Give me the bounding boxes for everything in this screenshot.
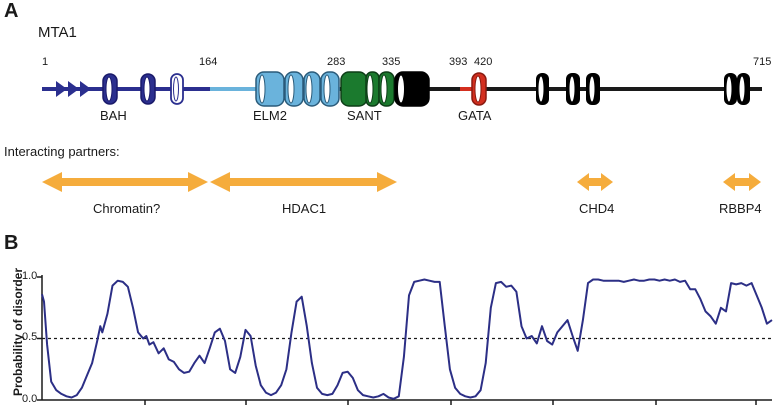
residue-number-715: 715 bbox=[753, 56, 772, 68]
y-tick-1: 1.0 bbox=[22, 270, 38, 282]
partner-arrow-rbbp4 bbox=[723, 173, 761, 191]
sant-helix-3 bbox=[378, 71, 395, 107]
bah-beta-arrow-1 bbox=[56, 81, 67, 97]
black-helix-5 bbox=[724, 73, 737, 105]
disorder-series-line bbox=[41, 278, 773, 400]
sant-helix-2 bbox=[365, 71, 380, 107]
black-helix-2 bbox=[536, 73, 549, 105]
residue-number-164: 164 bbox=[199, 56, 218, 68]
elm2-helix-3 bbox=[303, 71, 321, 107]
domain-label-elm2: ELM2 bbox=[253, 108, 287, 123]
protein-name: MTA1 bbox=[38, 24, 77, 41]
elm2-helix-2 bbox=[284, 71, 304, 107]
residue-number-393: 393 bbox=[449, 56, 468, 68]
bah-helix-3 bbox=[170, 73, 184, 105]
domain-label-sant: SANT bbox=[347, 108, 382, 123]
bah-beta-arrow-2 bbox=[68, 81, 79, 97]
black-helix-4 bbox=[586, 73, 600, 105]
partners-title: Interacting partners: bbox=[4, 144, 120, 159]
panel-a-letter: A bbox=[4, 0, 19, 22]
black-helix-1 bbox=[394, 71, 430, 107]
bah-helix-2 bbox=[140, 73, 156, 105]
partner-label-chd4: CHD4 bbox=[579, 201, 615, 216]
bah-helix-1 bbox=[102, 73, 118, 105]
residue-number-420: 420 bbox=[474, 56, 493, 68]
disorder-plot bbox=[37, 275, 773, 405]
partner-label-chromatin: Chromatin? bbox=[93, 201, 161, 216]
residue-number-1: 1 bbox=[42, 56, 49, 68]
elm2-helix-4 bbox=[320, 71, 340, 107]
partner-label-hdac1: HDAC1 bbox=[282, 201, 327, 216]
residue-number-283: 283 bbox=[327, 56, 346, 68]
black-helix-3 bbox=[566, 73, 580, 105]
sant-helix-1 bbox=[340, 71, 368, 107]
gata-helix bbox=[471, 72, 487, 106]
y-tick-0: 0.0 bbox=[22, 393, 38, 405]
panel-b-letter: B bbox=[4, 232, 19, 254]
y-tick-05: 0.5 bbox=[22, 331, 38, 343]
bah-beta-arrow-3 bbox=[80, 81, 91, 97]
partner-arrow-hdac1 bbox=[210, 172, 397, 192]
partner-arrow-chd4 bbox=[577, 173, 613, 191]
partner-arrow-chromatin bbox=[42, 172, 208, 192]
residue-number-335: 335 bbox=[382, 56, 401, 68]
domain-label-bah: BAH bbox=[100, 108, 127, 123]
elm2-helix-1 bbox=[255, 71, 285, 107]
black-helix-6 bbox=[737, 73, 750, 105]
domain-label-gata: GATA bbox=[458, 108, 492, 123]
partner-label-rbbp4: RBBP4 bbox=[719, 201, 762, 216]
